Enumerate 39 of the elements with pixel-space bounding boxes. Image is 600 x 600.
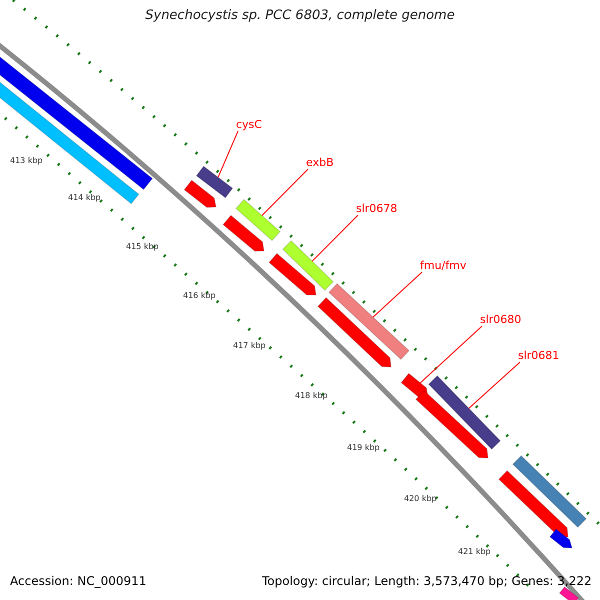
pointed-gene-bar [415, 390, 489, 459]
pointed-gene-bar [268, 252, 317, 296]
gene-bar [282, 240, 334, 291]
tick-label: 418 kbp [295, 392, 328, 401]
tick-label: 414 kbp [68, 194, 101, 203]
gene-label: slr0680 [480, 314, 522, 326]
tick-label: 416 kbp [183, 292, 216, 301]
footer-text: Topology: circular; Length: 3,573,470 bp; Genes: 3,222 [262, 575, 592, 588]
gene-bar [196, 166, 234, 198]
leader-line [420, 326, 482, 384]
leader-line [261, 168, 308, 216]
gene-bar [428, 375, 501, 450]
tick-label: 420 kbp [404, 495, 437, 504]
title: Synechocystis sp. PCC 6803, complete genome [144, 9, 456, 24]
tick-label: 417 kbp [233, 342, 266, 351]
tick-label: 421 kbp [458, 548, 491, 557]
pointed-gene-bar [222, 214, 265, 252]
gene-bar [0, 80, 140, 204]
leader-line [312, 214, 358, 262]
gene-bar [512, 455, 587, 528]
gene-bar [328, 282, 410, 360]
tick-label: 413 kbp [10, 157, 43, 166]
pointed-gene-bar [498, 470, 569, 538]
gene-label: exbB [306, 157, 334, 170]
gene-label: slr0678 [356, 203, 398, 216]
gene-label: cysC [236, 119, 262, 132]
gene-label: slr0681 [518, 350, 560, 362]
gene-label: fmu/fmv [420, 260, 466, 272]
leader-line [372, 272, 422, 318]
pointed-gene-bar [317, 296, 392, 368]
tick-label: 419 kbp [347, 444, 380, 453]
footer-text: Accession: NC_000911 [10, 575, 146, 588]
gene-bar [235, 198, 281, 242]
pointed-gene-bar [184, 180, 217, 208]
gene-bar [0, 56, 154, 190]
gene-bar [558, 586, 580, 600]
tick-label: 415 kbp [126, 243, 159, 252]
leader-line [468, 362, 520, 409]
leader-line [218, 130, 238, 178]
